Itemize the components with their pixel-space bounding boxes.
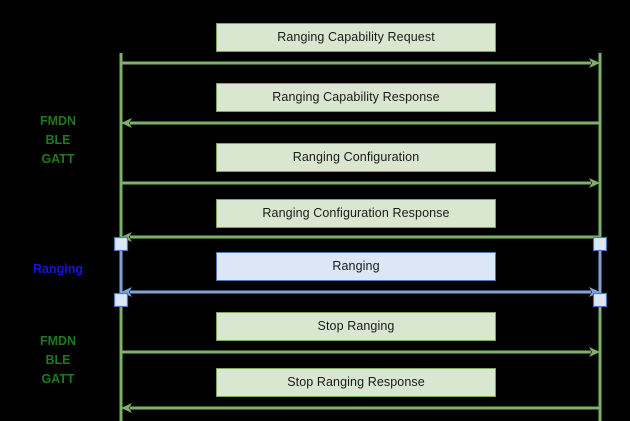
msg-stop-ranging-response-box[interactable]: Stop Ranging Response (216, 368, 496, 397)
msg-stop-ranging-label: Stop Ranging (317, 319, 395, 334)
msg-ranging-configuration-label: Ranging Configuration (292, 150, 420, 165)
phase-label-line: GATT (41, 372, 75, 386)
phase-fmdn-ble-gatt-top: FMDN BLE GATT (28, 112, 88, 169)
msg-ranging-configuration-response-label: Ranging Configuration Response (262, 206, 450, 221)
activation-node-right-top (592, 236, 608, 252)
phase-label-line: BLE (45, 133, 71, 147)
phase-label-line: Ranging (33, 262, 83, 276)
phase-label-line: BLE (45, 353, 71, 367)
activation-node-right-bottom (592, 292, 608, 308)
activations-group (113, 236, 608, 308)
msg-ranging-capability-response-arrow (121, 118, 600, 128)
phase-label-line: FMDN (39, 334, 77, 348)
phase-label-line: FMDN (39, 114, 77, 128)
msg-stop-ranging-box[interactable]: Stop Ranging (216, 312, 496, 341)
msg-stop-ranging-arrow (121, 347, 600, 357)
msg-ranging-box[interactable]: Ranging (216, 252, 496, 281)
msg-ranging-configuration-response-box[interactable]: Ranging Configuration Response (216, 199, 496, 228)
msg-ranging-arrow (121, 287, 600, 297)
msg-stop-ranging-response-arrow (121, 403, 600, 413)
phase-ranging: Ranging (28, 260, 88, 279)
activation-node-left-top (113, 236, 129, 252)
msg-ranging-capability-request-arrow (121, 58, 600, 68)
msg-ranging-capability-request-box[interactable]: Ranging Capability Request (216, 23, 496, 52)
msg-ranging-configuration-arrow (121, 178, 600, 188)
msg-ranging-capability-request-label: Ranging Capability Request (277, 30, 435, 45)
msg-ranging-capability-response-label: Ranging Capability Response (272, 90, 440, 105)
activation-node-left-bottom (113, 292, 129, 308)
phase-label-line: GATT (41, 152, 75, 166)
msg-ranging-label: Ranging (332, 259, 380, 274)
phase-fmdn-ble-gatt-bottom: FMDN BLE GATT (28, 332, 88, 389)
msg-stop-ranging-response-label: Stop Ranging Response (287, 375, 425, 390)
msg-ranging-configuration-box[interactable]: Ranging Configuration (216, 143, 496, 172)
arrows-group (121, 58, 600, 413)
msg-ranging-configuration-response-arrow (121, 232, 600, 242)
msg-ranging-capability-response-box[interactable]: Ranging Capability Response (216, 83, 496, 112)
